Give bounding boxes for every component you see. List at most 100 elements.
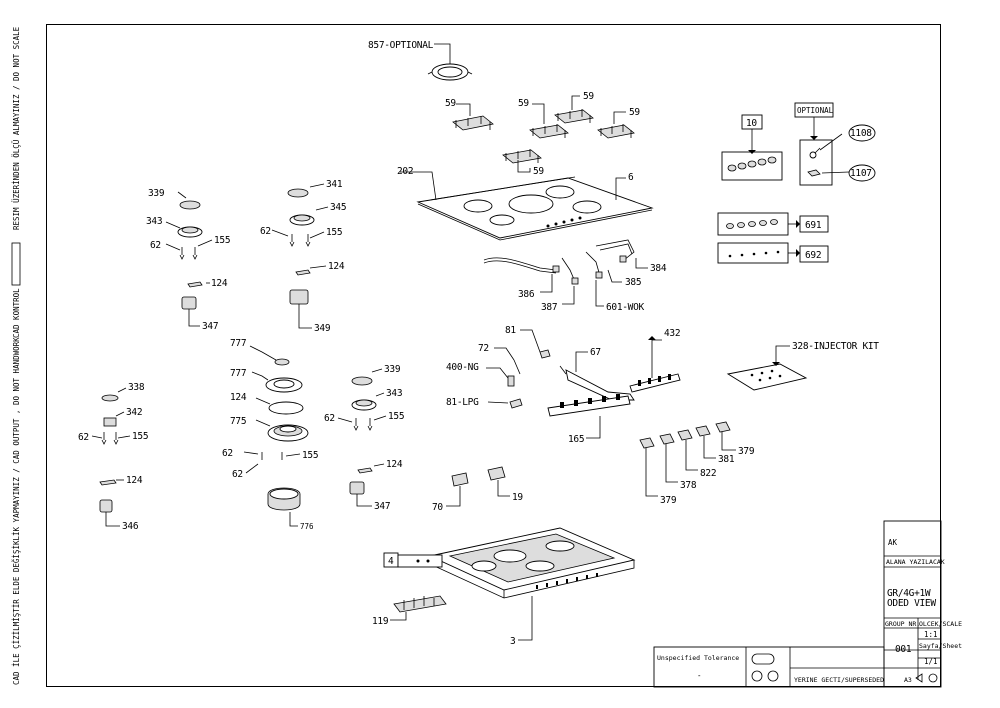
label-381: 381 [718, 454, 735, 465]
label-343-a: 343 [146, 216, 162, 227]
label-601-wok: 601-WOK [606, 302, 645, 313]
title-block: AK ALANA YAZILACAK GR/4G+1W ODED VIEW GR… [653, 520, 962, 688]
label-1108: 1108 [850, 128, 872, 139]
label-59-1: 59 [445, 98, 456, 109]
label-822: 822 [700, 468, 716, 479]
label-387: 387 [541, 302, 557, 313]
label-155-a: 155 [214, 235, 230, 246]
label-59-4: 59 [629, 107, 640, 118]
pan-support-4 [597, 124, 635, 139]
title-scale-label: OLCEK/SCALE [919, 620, 962, 628]
burner-group-d: 338 342 62 155 124 346 [78, 382, 149, 532]
label-165: 165 [568, 434, 584, 445]
part-328-injector-kit: 328-INJECTOR KIT [726, 341, 880, 391]
label-386: 386 [518, 289, 535, 300]
part-691-692: 691 692 [717, 212, 829, 264]
label-155-b: 155 [326, 227, 342, 238]
burner-group-a: 339 343 62 155 124 347 [146, 188, 231, 332]
label-124-a: 124 [211, 278, 228, 289]
label-378: 378 [680, 480, 697, 491]
label-347-a: 347 [202, 321, 218, 332]
valve-row: 379 381 822 378 379 [639, 421, 755, 506]
label-379-a: 379 [738, 446, 755, 457]
parts-70-19: 70 19 [432, 466, 524, 513]
surface-symbol-2 [767, 670, 779, 682]
label-81-lpg: 81-LPG [446, 397, 479, 408]
label-59-3: 59 [583, 91, 594, 102]
label-124-d: 124 [386, 459, 403, 470]
label-400-ng: 400-NG [446, 362, 479, 373]
projection-symbol [928, 673, 938, 683]
label-6: 6 [628, 172, 634, 183]
title-text-3: GR/4G+1W [887, 588, 931, 599]
label-1107: 1107 [850, 168, 872, 179]
label-155-c: 155 [302, 450, 318, 461]
part-857-wok-ring: 857-OPTIONAL [368, 40, 473, 81]
label-62-a: 62 [150, 240, 161, 251]
label-59-5: 59 [533, 166, 544, 177]
label-691: 691 [805, 220, 822, 231]
label-349: 349 [314, 323, 331, 334]
label-62-d: 62 [232, 469, 243, 480]
pan-support-2 [529, 124, 569, 139]
gas-rail-assembly: 81 72 400-NG 81-LPG 67 165 [446, 325, 681, 445]
label-692: 692 [805, 250, 821, 261]
part-optional-box: OPTIONAL 1108 1107 [794, 102, 876, 186]
label-81: 81 [505, 325, 516, 336]
label-124-e: 124 [126, 475, 143, 486]
label-3: 3 [510, 636, 515, 647]
label-345: 345 [330, 202, 346, 213]
title-group-nr: GROUP NR. [885, 620, 920, 628]
superseded-label: YERINE GECTI/SUPERSEDED [794, 676, 884, 684]
part-10-knobs: 10 [721, 114, 783, 181]
label-338: 338 [128, 382, 145, 393]
burner-group-b: 341 345 62 155 124 349 [260, 179, 347, 334]
label-346: 346 [122, 521, 139, 532]
label-775: 775 [230, 416, 246, 427]
base-tray: 3 4 119 [372, 527, 636, 647]
label-379-b: 379 [660, 495, 677, 506]
label-384: 384 [650, 263, 667, 274]
part-6-glass-top: 202 6 [397, 166, 654, 241]
label-70: 70 [432, 502, 443, 513]
label-19: 19 [512, 492, 523, 503]
title-sheet-value: 1/1 [924, 657, 938, 666]
title-scale-value: 1:1 [924, 630, 938, 639]
label-4: 4 [388, 556, 394, 567]
burner-group-c: 339 343 62 155 124 347 [324, 364, 405, 512]
title-text-1: AK [888, 538, 898, 547]
label-124-b: 124 [328, 261, 345, 272]
label-10: 10 [746, 118, 757, 129]
side-text-control: CAD KONTROL [12, 288, 21, 338]
title-sheet-label: Sayfa/Sheet [919, 642, 962, 650]
label-341: 341 [326, 179, 343, 190]
label-62-e: 62 [324, 413, 335, 424]
surface-symbol-1 [751, 670, 763, 682]
label-347-b: 347 [374, 501, 390, 512]
label-62-b: 62 [260, 226, 271, 237]
label-124-c: 124 [230, 392, 247, 403]
side-text-cad-output: CAD İLE ÇİZİLMİŞTİR ELDE DEĞİŞİKLİK YAPM… [12, 337, 21, 685]
pan-support-3 [554, 109, 594, 124]
title-text-2: ALANA YAZILACAK [886, 558, 945, 566]
part-59-pan-supports: 59 59 59 59 59 [445, 91, 641, 177]
label-776: 776 [300, 522, 314, 531]
label-59-2: 59 [518, 98, 529, 109]
label-202: 202 [397, 166, 413, 177]
label-857: 857-OPTIONAL [368, 40, 434, 51]
label-777-b: 777 [230, 368, 246, 379]
cad-control-box [11, 242, 21, 286]
label-777-a: 777 [230, 338, 246, 349]
tolerance-value: - [697, 671, 702, 680]
label-155-d: 155 [388, 411, 404, 422]
label-119: 119 [372, 616, 389, 627]
label-72: 72 [478, 343, 489, 354]
label-328: 328-INJECTOR KIT [792, 341, 879, 352]
label-optional: OPTIONAL [797, 106, 834, 115]
title-drawing-number: 001 [895, 644, 912, 655]
label-343-b: 343 [386, 388, 402, 399]
side-text-scale: RESIM ÜZERİNDEN ÖLÇÜ ALMAYINIZ / DO NOT … [12, 26, 21, 230]
drawing-frame [46, 24, 941, 687]
